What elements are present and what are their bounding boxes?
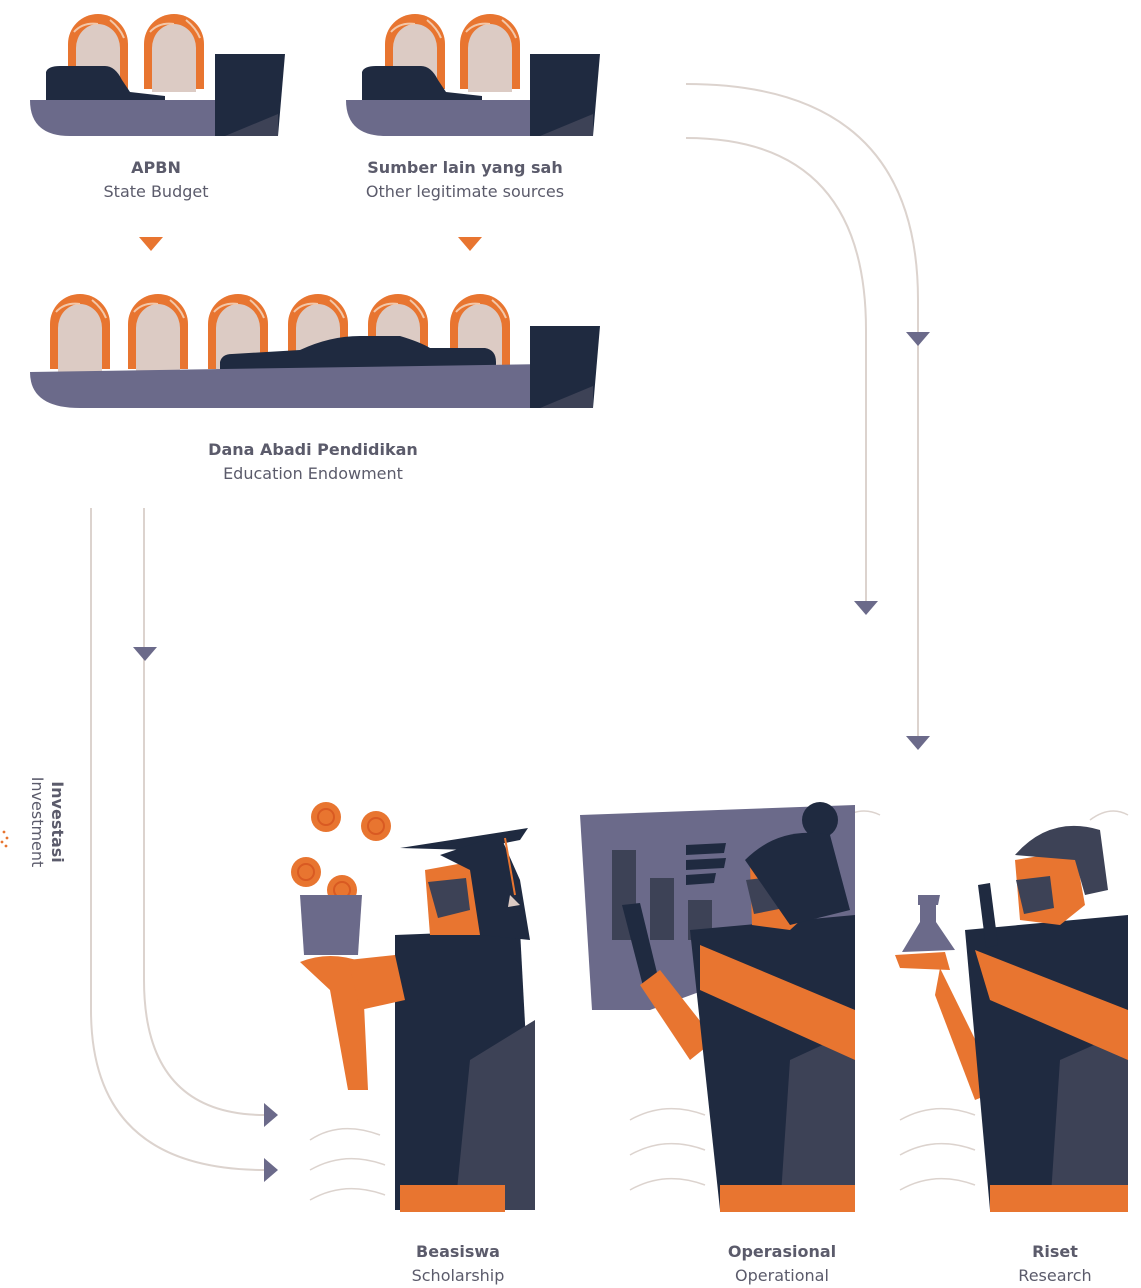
source-title: Sumber lain yang sah	[366, 156, 564, 180]
output-subtitle: Scholarship	[412, 1264, 505, 1288]
flask-icon	[902, 895, 955, 952]
investment-label: Investasi Investment	[27, 777, 67, 868]
coin-icon	[291, 802, 391, 905]
source-other-label: Sumber lain yang sah Other legitimate so…	[366, 156, 564, 204]
source-apbn-label: APBN State Budget	[104, 156, 209, 204]
endowment-subtitle: Education Endowment	[208, 462, 418, 486]
money-pile-icon	[30, 14, 285, 136]
source-subtitle: Other legitimate sources	[366, 180, 564, 204]
source-subtitle: State Budget	[104, 180, 209, 204]
scientist-icon	[895, 826, 1128, 1212]
investment-title: Investasi	[47, 777, 67, 868]
endowment-label: Dana Abadi Pendidikan Education Endowmen…	[208, 438, 418, 486]
money-pile-icon	[30, 294, 600, 408]
teacher-icon	[580, 802, 855, 1212]
dots-icon	[1, 831, 9, 848]
output-research-label: Riset Research	[1018, 1240, 1091, 1288]
output-operational-label: Operasional Operational	[728, 1240, 836, 1288]
money-pile-icon	[346, 14, 600, 136]
source-title: APBN	[104, 156, 209, 180]
output-title: Riset	[1018, 1240, 1091, 1264]
output-subtitle: Operational	[728, 1264, 836, 1288]
investment-subtitle: Investment	[27, 777, 47, 868]
output-subtitle: Research	[1018, 1264, 1091, 1288]
output-title: Beasiswa	[412, 1240, 505, 1264]
endowment-title: Dana Abadi Pendidikan	[208, 438, 418, 462]
output-title: Operasional	[728, 1240, 836, 1264]
output-scholarship-label: Beasiswa Scholarship	[412, 1240, 505, 1288]
